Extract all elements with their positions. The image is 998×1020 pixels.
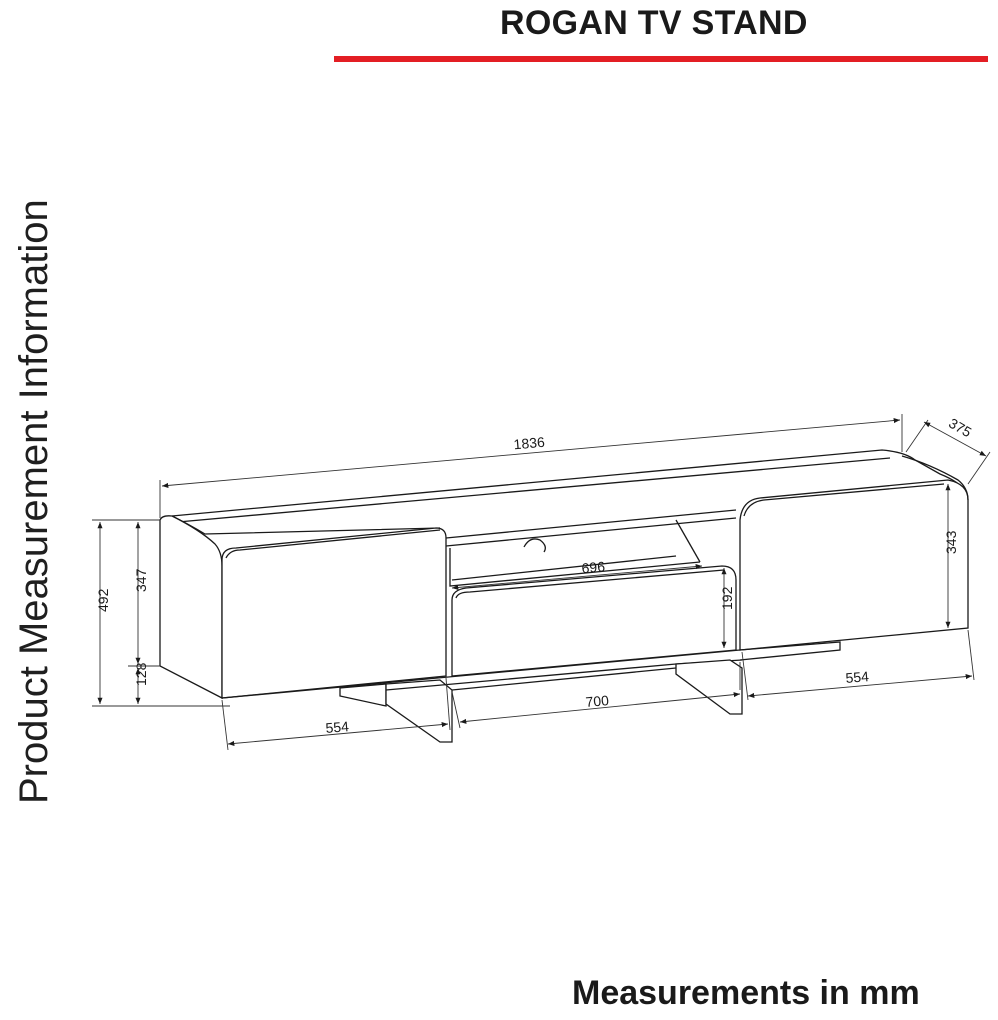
dim-leg-height: 128 — [133, 662, 149, 686]
page-title: ROGAN TV STAND — [500, 4, 808, 42]
dim-left-door-width: 554 — [325, 718, 350, 736]
footer-note: Measurements in mm — [572, 974, 920, 1012]
dim-door-height: 343 — [943, 530, 959, 554]
dim-body-height: 347 — [133, 568, 149, 592]
title-underline — [334, 56, 988, 62]
drawer-front — [451, 565, 737, 677]
middle-section — [445, 509, 737, 677]
dim-height-total: 492 — [95, 588, 111, 612]
dim-shelf-width: 696 — [581, 558, 606, 576]
dim-drawer-height: 192 — [719, 586, 735, 610]
dim-width-total: 1836 — [513, 434, 546, 453]
cable-hole — [523, 538, 546, 553]
left-cabinet — [159, 515, 447, 700]
dim-leg-span: 700 — [585, 692, 610, 710]
dimension-lines — [92, 414, 991, 751]
right-cabinet — [739, 455, 969, 651]
dim-right-door-width: 554 — [845, 668, 870, 686]
